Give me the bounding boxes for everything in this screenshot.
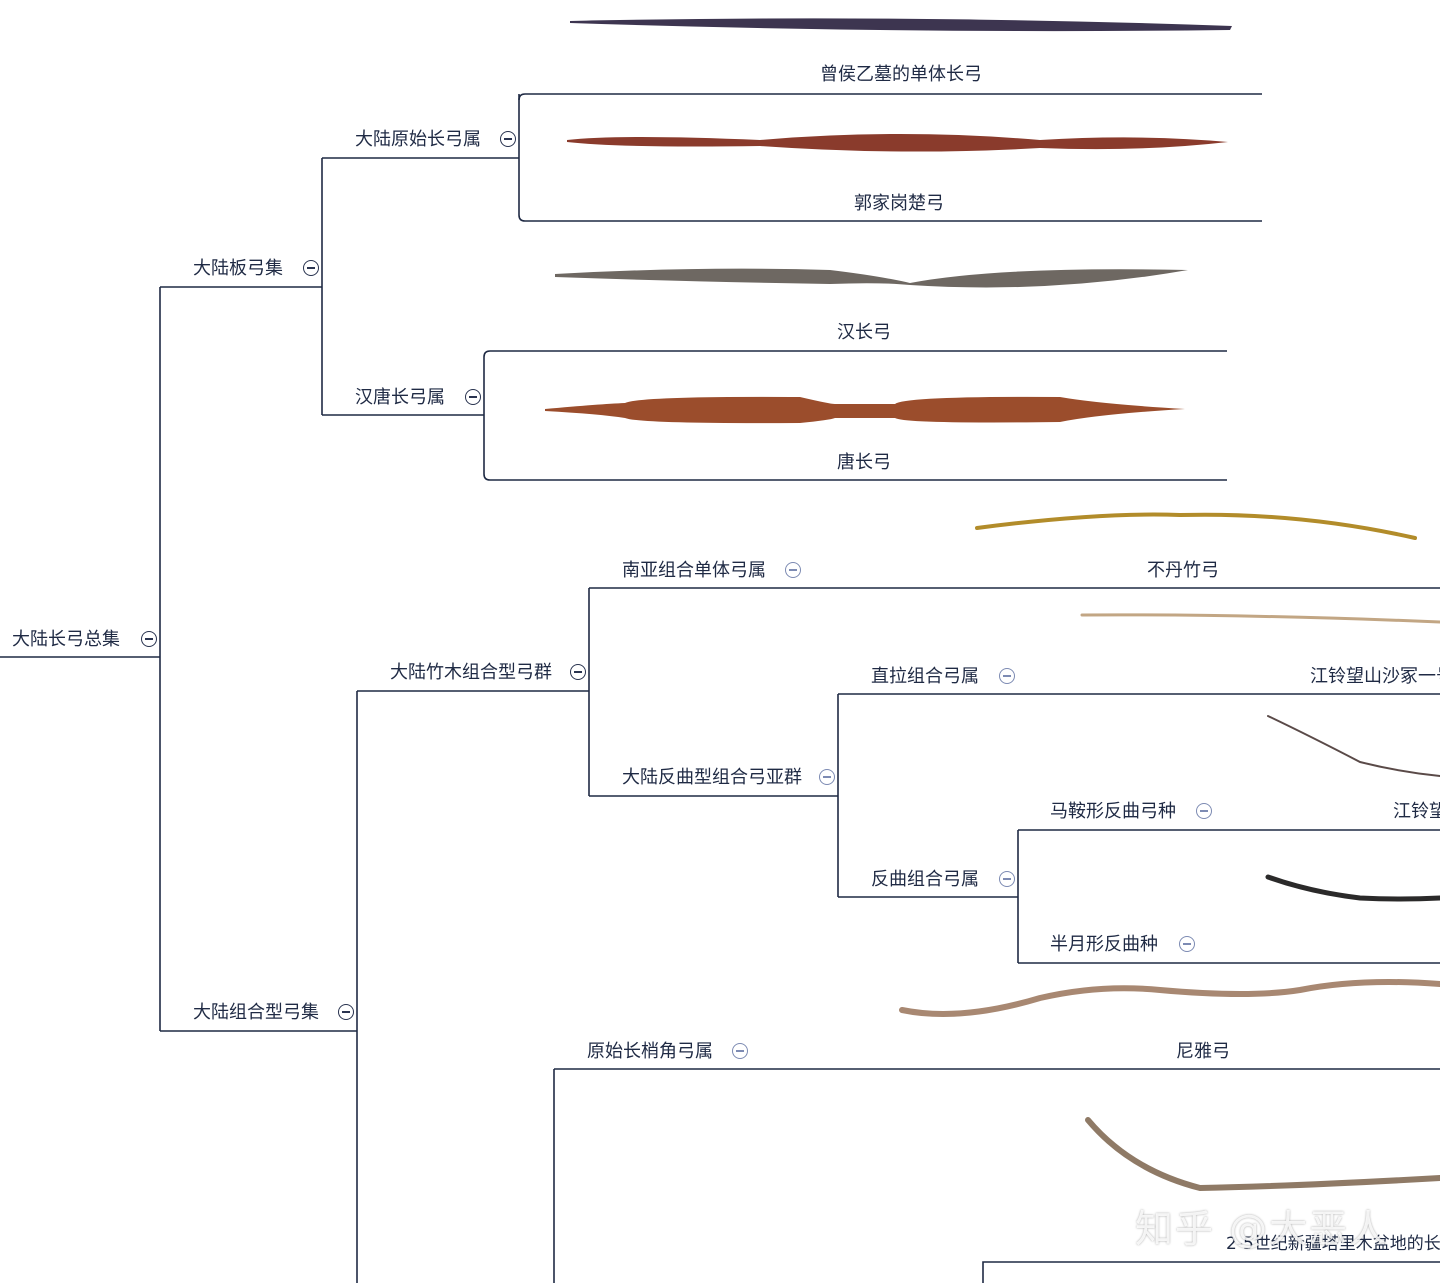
collapse-saddle-icon[interactable] xyxy=(1196,803,1212,819)
saddle-bow-image xyxy=(1267,715,1440,777)
halfmoon-species-label[interactable]: 半月形反曲种 xyxy=(1050,934,1158,955)
leaf-zeng-label[interactable]: 曾侯乙墓的单体长弓 xyxy=(820,64,982,85)
collapse-south-asia-icon[interactable] xyxy=(785,562,801,578)
leaf-tang-long-label[interactable]: 唐长弓 xyxy=(837,452,891,473)
collapse-bamboo-group-icon[interactable] xyxy=(570,664,586,680)
primitive-long-genus-label[interactable]: 大陆原始长弓属 xyxy=(355,129,481,150)
zeng-bow-image xyxy=(570,18,1232,32)
collapse-han-tang-icon[interactable] xyxy=(465,389,481,405)
horn-tip-genus-label[interactable]: 原始长梢角弓属 xyxy=(587,1041,713,1062)
leaf-jiangling1-label[interactable]: 江铃望山沙冢一号 xyxy=(1310,666,1440,687)
bhutan-bow-image xyxy=(975,512,1417,540)
watermark-text: 知乎 @大恶人 xyxy=(1135,1207,1390,1251)
bamboo-group-label[interactable]: 大陆竹木组合型弓群 xyxy=(390,662,552,683)
recurve-subgroup-label[interactable]: 大陆反曲型组合弓亚群 xyxy=(622,767,802,788)
south-asia-genus-label[interactable]: 南亚组合单体弓属 xyxy=(622,560,766,581)
link-tarim-box xyxy=(982,1261,1440,1283)
collapse-recurve-genus-icon[interactable] xyxy=(999,871,1015,887)
collapse-primitive-long-icon[interactable] xyxy=(500,131,516,147)
collapse-recurve-subgroup-icon[interactable] xyxy=(819,769,835,785)
collapse-halfmoon-icon[interactable] xyxy=(1179,936,1195,952)
collapse-horn-tip-icon[interactable] xyxy=(732,1043,748,1059)
collapse-root-icon[interactable] xyxy=(141,631,157,647)
leaf-tarim-label[interactable]: 2-5世纪新疆塔里木盆地的长 xyxy=(1226,1234,1440,1254)
leaf-bhutan-label[interactable]: 不丹竹弓 xyxy=(1147,560,1219,581)
jiangling1-bow-image xyxy=(1080,613,1440,624)
han-bow-image xyxy=(555,268,1188,288)
composite-set-label[interactable]: 大陆组合型弓集 xyxy=(193,1002,319,1023)
link-primitive-box-bottom xyxy=(518,94,1262,222)
leaf-guojia-label[interactable]: 郭家岗楚弓 xyxy=(854,193,944,214)
guojia-bow-image xyxy=(567,134,1228,152)
tang-bow-image xyxy=(545,396,1185,424)
link-hantang-box-bottom xyxy=(483,357,1227,481)
leaf-jiangling2-label[interactable]: 江铃望 xyxy=(1393,801,1440,822)
board-set-label[interactable]: 大陆板弓集 xyxy=(193,258,283,279)
root-node-label[interactable]: 大陆长弓总集 xyxy=(12,629,120,650)
straight-pull-genus-label[interactable]: 直拉组合弓属 xyxy=(871,666,979,687)
halfmoon-bow-image xyxy=(1265,874,1440,902)
leaf-han-long-label[interactable]: 汉长弓 xyxy=(837,322,891,343)
niya-bow-image xyxy=(899,979,1440,1017)
han-tang-genus-label[interactable]: 汉唐长弓属 xyxy=(355,387,445,408)
collapse-straight-pull-icon[interactable] xyxy=(999,668,1015,684)
link-primitive-box-top xyxy=(518,93,1262,101)
leaf-niya-label[interactable]: 尼雅弓 xyxy=(1176,1041,1230,1062)
collapse-composite-set-icon[interactable] xyxy=(338,1004,354,1020)
recurve-genus-label[interactable]: 反曲组合弓属 xyxy=(871,869,979,890)
saddle-species-label[interactable]: 马鞍形反曲弓种 xyxy=(1050,801,1176,822)
link-hantang-box-top xyxy=(483,350,1227,358)
tarim-bow-image xyxy=(1085,1117,1440,1192)
collapse-board-set-icon[interactable] xyxy=(303,260,319,276)
